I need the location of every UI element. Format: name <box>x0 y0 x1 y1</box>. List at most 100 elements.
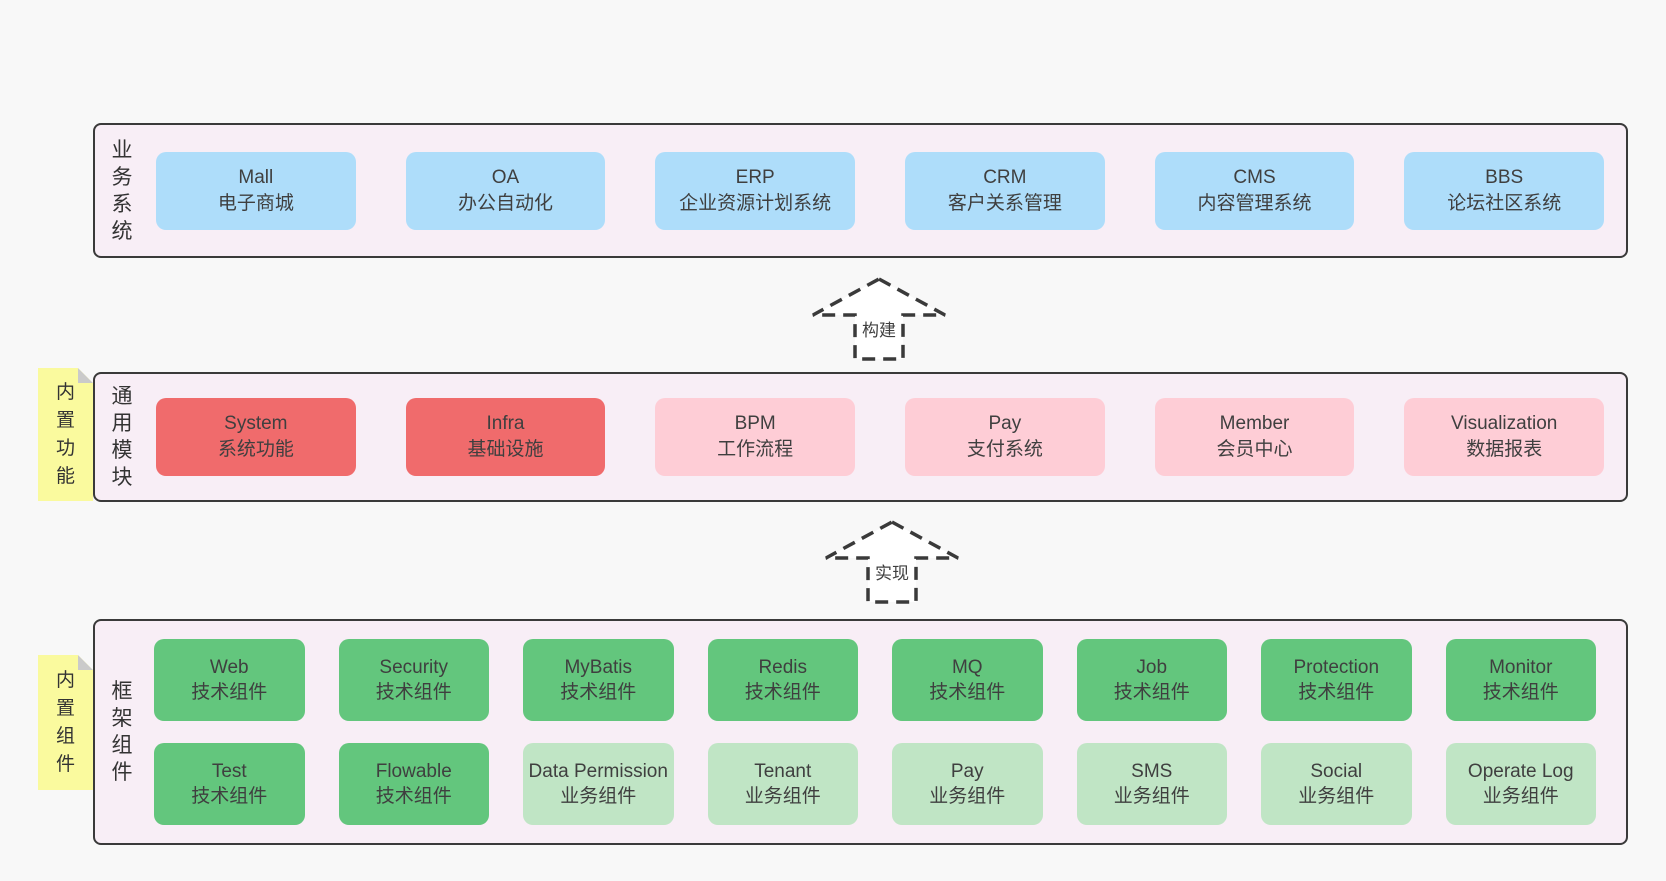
module-boxes-row: System 系统功能 Infra 基础设施 BPM 工作流程 Pay 支付系统… <box>136 398 1626 476</box>
box-flowable-name: Flowable <box>375 761 452 782</box>
layer-label-framework-components: 框架组件 <box>111 680 133 784</box>
box-web-name: Web <box>209 657 249 678</box>
box-system: System 系统功能 <box>156 398 356 476</box>
box-social-name: Social <box>1310 761 1363 782</box>
box-oa-subtitle: 办公自动化 <box>458 192 554 214</box>
component-boxes-grid: Web 技术组件 Security 技术组件 MyBatis 技术组件 Redi… <box>136 639 1626 825</box>
box-pay-module-name: Pay <box>988 413 1022 434</box>
box-test: Test 技术组件 <box>154 743 305 825</box>
box-tenant-name: Tenant <box>754 761 812 782</box>
box-job: Job 技术组件 <box>1076 639 1227 721</box>
box-test-subtitle: 技术组件 <box>191 786 268 807</box>
box-pay-component-subtitle: 业务组件 <box>929 786 1006 807</box>
box-mybatis: MyBatis 技术组件 <box>523 639 674 721</box>
box-web: Web 技术组件 <box>154 639 305 721</box>
box-member: Member 会员中心 <box>1154 398 1355 476</box>
box-pay-component: Pay 业务组件 <box>892 743 1043 825</box>
box-crm: CRM 客户关系管理 <box>905 151 1105 230</box>
note-builtin-components-label: 内置组件 <box>55 669 75 775</box>
box-crm-name: CRM <box>983 166 1027 188</box>
box-data-permission-subtitle: 业务组件 <box>560 786 637 807</box>
box-security: Security 技术组件 <box>338 639 489 721</box>
box-bbs-name: BBS <box>1485 166 1524 188</box>
box-oa: OA 办公自动化 <box>405 151 606 230</box>
box-bbs: BBS 论坛社区系统 <box>1404 151 1605 230</box>
box-data-permission: Data Permission 业务组件 <box>523 743 674 825</box>
layer-framework-components: 框架组件 Web 技术组件 Security 技术组件 MyBatis 技术组件… <box>93 619 1628 845</box>
box-social: Social 业务组件 <box>1261 743 1412 825</box>
box-mq-subtitle: 技术组件 <box>929 682 1006 703</box>
box-member-name: Member <box>1219 413 1290 434</box>
box-job-subtitle: 技术组件 <box>1113 682 1190 703</box>
box-sms-subtitle: 业务组件 <box>1113 786 1190 807</box>
box-sms-name: SMS <box>1131 761 1173 782</box>
note-fold-icon <box>78 655 93 670</box>
box-cms: CMS 内容管理系统 <box>1154 151 1355 230</box>
note-builtin-features-label: 内置功能 <box>55 381 75 487</box>
box-erp-name: ERP <box>735 166 775 188</box>
box-visualization: Visualization 数据报表 <box>1404 398 1605 476</box>
box-monitor: Monitor 技术组件 <box>1445 639 1596 721</box>
box-infra-subtitle: 基础设施 <box>467 439 544 460</box>
box-flowable: Flowable 技术组件 <box>338 743 489 825</box>
box-job-name: Job <box>1136 657 1168 678</box>
box-visualization-name: Visualization <box>1451 413 1558 434</box>
note-builtin-features: 内置功能 <box>38 368 93 501</box>
arrow-implement-label: 实现 <box>873 559 911 584</box>
box-mq-name: MQ <box>951 657 983 678</box>
box-erp: ERP 企业资源计划系统 <box>655 151 856 230</box>
box-social-subtitle: 业务组件 <box>1298 786 1375 807</box>
box-infra: Infra 基础设施 <box>405 398 606 476</box>
layer-label-business-systems: 业务系统 <box>111 138 133 243</box>
box-protection-name: Protection <box>1293 657 1380 678</box>
box-protection-subtitle: 技术组件 <box>1298 682 1375 703</box>
box-web-subtitle: 技术组件 <box>191 682 268 703</box>
arrow-build-label: 构建 <box>860 316 898 341</box>
box-infra-name: Infra <box>486 413 525 434</box>
box-cms-subtitle: 内容管理系统 <box>1197 192 1312 214</box>
box-test-name: Test <box>211 761 247 782</box>
box-bbs-subtitle: 论坛社区系统 <box>1447 192 1562 214</box>
box-operate-log: Operate Log 业务组件 <box>1445 743 1596 825</box>
box-mall-name: Mall <box>238 166 274 188</box>
box-mybatis-name: MyBatis <box>564 657 633 678</box>
box-data-permission-name: Data Permission <box>528 761 668 782</box>
box-pay-module: Pay 支付系统 <box>905 398 1105 476</box>
box-mybatis-subtitle: 技术组件 <box>560 682 637 703</box>
box-bpm-subtitle: 工作流程 <box>717 439 794 460</box>
box-mall: Mall 电子商城 <box>156 151 356 230</box>
box-redis: Redis 技术组件 <box>707 639 858 721</box>
box-pay-module-subtitle: 支付系统 <box>966 439 1043 460</box>
layer-label-common-modules: 通用模块 <box>111 385 133 489</box>
box-monitor-subtitle: 技术组件 <box>1482 682 1559 703</box>
box-system-name: System <box>224 413 288 434</box>
box-operate-log-subtitle: 业务组件 <box>1482 786 1559 807</box>
box-cms-name: CMS <box>1233 166 1276 188</box>
box-flowable-subtitle: 技术组件 <box>375 786 452 807</box>
box-bpm-name: BPM <box>734 413 776 434</box>
business-boxes-row: Mall 电子商城 OA 办公自动化 ERP 企业资源计划系统 CRM 客户关系… <box>136 151 1626 230</box>
layer-common-modules: 通用模块 System 系统功能 Infra 基础设施 BPM 工作流程 Pay… <box>93 372 1628 502</box>
box-pay-component-name: Pay <box>950 761 984 782</box>
box-member-subtitle: 会员中心 <box>1216 439 1293 460</box>
box-redis-subtitle: 技术组件 <box>744 682 821 703</box>
box-security-name: Security <box>379 657 449 678</box>
box-tenant: Tenant 业务组件 <box>707 743 858 825</box>
box-sms: SMS 业务组件 <box>1076 743 1227 825</box>
arrow-build: 构建 <box>810 276 948 362</box>
box-redis-name: Redis <box>758 657 808 678</box>
box-operate-log-name: Operate Log <box>1467 761 1574 782</box>
box-tenant-subtitle: 业务组件 <box>744 786 821 807</box>
box-protection: Protection 技术组件 <box>1261 639 1412 721</box>
box-security-subtitle: 技术组件 <box>375 682 452 703</box>
box-erp-subtitle: 企业资源计划系统 <box>679 192 832 214</box>
box-oa-name: OA <box>491 166 520 188</box>
note-builtin-components: 内置组件 <box>38 655 93 790</box>
box-crm-subtitle: 客户关系管理 <box>947 192 1062 214</box>
box-mall-subtitle: 电子商城 <box>217 192 294 214</box>
box-visualization-subtitle: 数据报表 <box>1466 439 1543 460</box>
layer-business-systems: 业务系统 Mall 电子商城 OA 办公自动化 ERP 企业资源计划系统 CRM… <box>93 123 1628 258</box>
arrow-implement: 实现 <box>823 519 961 605</box>
box-monitor-name: Monitor <box>1489 657 1553 678</box>
box-system-subtitle: 系统功能 <box>217 439 294 460</box>
